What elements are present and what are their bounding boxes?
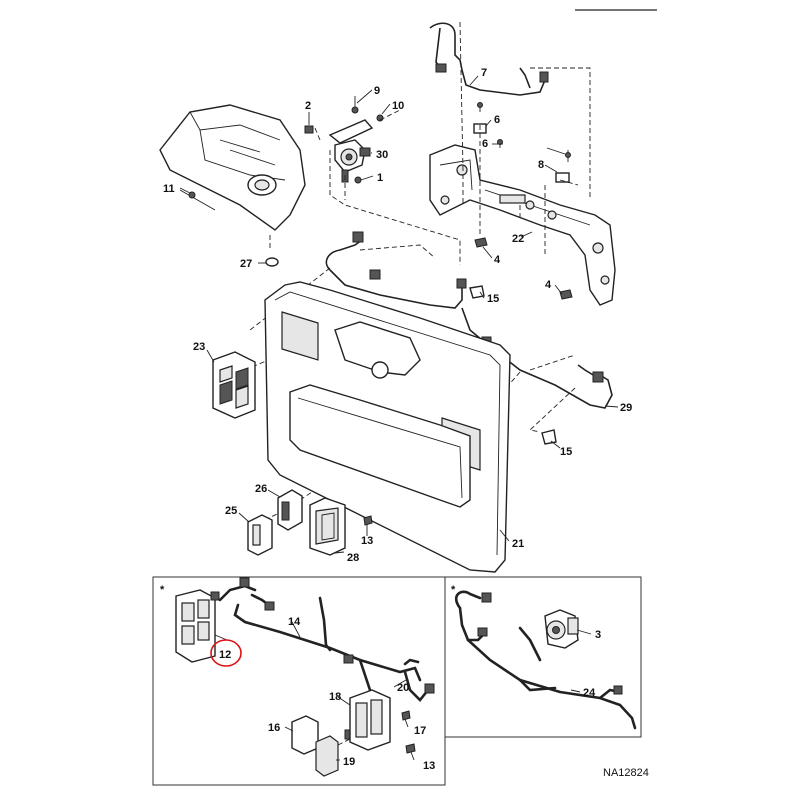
callout-27: 27 (240, 258, 252, 270)
callout-8: 8 (538, 159, 544, 171)
callout-11: 11 (163, 183, 175, 195)
clip-4a (474, 237, 488, 248)
callout-16: 16 (268, 722, 280, 734)
switch-23 (212, 351, 256, 419)
sensor-assembly-30 (328, 96, 384, 184)
clip-13a (363, 515, 373, 526)
callout-29: 29 (620, 402, 632, 414)
sensor-3 (544, 609, 579, 649)
callout-30: 30 (376, 149, 388, 161)
screw-8 (555, 150, 571, 183)
callout-9: 9 (374, 85, 380, 97)
callout-3: 3 (595, 629, 601, 641)
callout-kit-marker-right: * (451, 584, 456, 596)
callout-2: 2 (305, 100, 311, 112)
callout-7: 7 (481, 67, 487, 79)
leader-lines (206, 75, 619, 761)
callout-6b: 6 (482, 138, 488, 150)
callout-13b: 13 (423, 760, 435, 772)
callout-10: 10 (392, 100, 404, 112)
callout-18: 18 (329, 691, 341, 703)
clip-13b (405, 743, 416, 754)
figure-id: NA12824 (603, 767, 649, 779)
callout-kit-marker-left: * (160, 584, 165, 596)
callout-4a: 4 (494, 254, 501, 266)
callout-12: 12 (219, 649, 231, 661)
switch-26 (277, 489, 303, 531)
callout-14: 14 (288, 616, 301, 628)
callout-23: 23 (193, 341, 205, 353)
callout-20: 20 (397, 682, 409, 694)
dashboard-section (159, 104, 306, 231)
callout-25: 25 (225, 505, 237, 517)
callout-1: 1 (377, 172, 383, 184)
switch-16 (291, 715, 319, 755)
grommet-27 (265, 257, 279, 267)
callout-28: 28 (347, 552, 359, 564)
clip-2 (304, 112, 314, 134)
callout-6a: 6 (494, 114, 500, 126)
callout-13a: 13 (361, 535, 373, 547)
callout-15b: 15 (560, 446, 572, 458)
kit-box-right (444, 576, 642, 738)
switch-18 (349, 689, 391, 751)
callout-21: 21 (512, 538, 524, 550)
harness-24 (454, 590, 637, 730)
switch-12 (175, 589, 220, 663)
clip-15b (541, 429, 557, 445)
callout-26: 26 (255, 483, 267, 495)
clip-17 (401, 710, 411, 721)
callout-19: 19 (343, 756, 355, 768)
panel-21 (264, 281, 511, 573)
highlight-circle-12 (210, 639, 242, 667)
clip-15a (469, 285, 485, 299)
switch-25 (247, 514, 273, 556)
clip-4b (559, 289, 573, 300)
callout-17: 17 (414, 725, 426, 737)
leader-dashes-upper (269, 21, 591, 265)
bracket-22 (429, 144, 616, 306)
callout-15a: 15 (487, 293, 499, 305)
bezel-28 (309, 497, 346, 556)
screw-11 (179, 187, 196, 199)
callout-4b: 4 (545, 279, 552, 291)
switch-19 (315, 735, 353, 777)
callout-24: 24 (583, 687, 596, 699)
harness-7 (429, 22, 549, 96)
callout-22: 22 (512, 233, 524, 245)
